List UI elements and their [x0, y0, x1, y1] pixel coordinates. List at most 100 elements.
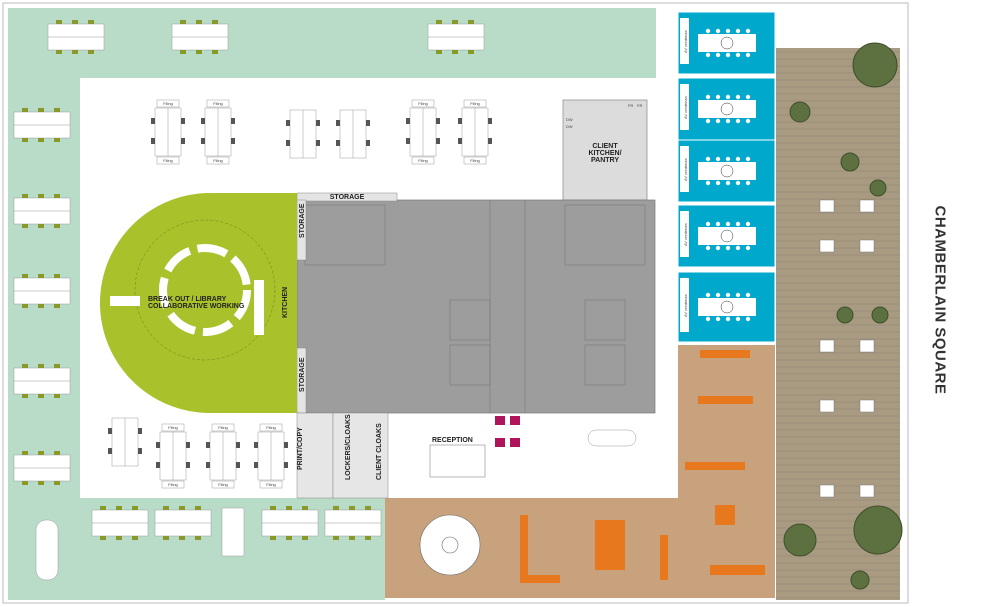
- terrace-chair: [859, 484, 875, 498]
- spiral-staircase-core: [441, 536, 459, 554]
- dishwasher-label: DW: [566, 117, 573, 122]
- trees: [783, 42, 903, 590]
- chair: [180, 20, 186, 24]
- chair: [468, 20, 474, 24]
- orange-sofa: [595, 520, 625, 570]
- chair: [436, 118, 440, 124]
- chair: [231, 118, 235, 124]
- chair: [22, 274, 28, 278]
- orange-sofa: [698, 396, 753, 404]
- filing-label: Filing: [266, 425, 276, 430]
- chair: [336, 120, 340, 126]
- chair: [705, 28, 711, 34]
- chair: [38, 274, 44, 278]
- meeting-table: [698, 162, 756, 180]
- chair: [365, 506, 371, 510]
- terrace-chair: [819, 199, 835, 213]
- chair: [452, 20, 458, 24]
- chair: [195, 506, 201, 510]
- terrace-chair: [859, 399, 875, 413]
- lockers-room: [332, 412, 389, 499]
- orange-sofa: [520, 515, 528, 575]
- filing-cabinet: [463, 156, 487, 165]
- orange-sofa: [685, 462, 745, 470]
- chair: [735, 28, 741, 34]
- chair: [231, 138, 235, 144]
- chair: [715, 245, 721, 251]
- chair: [151, 138, 155, 144]
- chair: [156, 442, 160, 448]
- tree: [852, 42, 898, 88]
- filing-cabinet: [211, 423, 235, 432]
- chair: [22, 304, 28, 308]
- chair: [38, 194, 44, 198]
- deck-planks: [776, 51, 900, 599]
- chair: [725, 221, 731, 227]
- chair: [715, 118, 721, 124]
- terrace-chair: [859, 239, 875, 253]
- chair: [179, 536, 185, 540]
- chair: [735, 94, 741, 100]
- chair: [22, 481, 28, 485]
- chair: [349, 506, 355, 510]
- breakout-ring: [134, 219, 276, 361]
- filing-cabinet: [156, 156, 180, 165]
- storage-label: STORAGE: [330, 194, 365, 201]
- chair: [745, 94, 751, 100]
- chair: [725, 118, 731, 124]
- fridge-label: FR: [637, 103, 642, 108]
- chair: [302, 536, 308, 540]
- chair: [181, 118, 185, 124]
- fridge-label: FR: [628, 103, 633, 108]
- chair: [316, 120, 320, 126]
- chair: [186, 462, 190, 468]
- chair: [56, 20, 62, 24]
- chair: [38, 364, 44, 368]
- chair: [745, 52, 751, 58]
- chair: [715, 221, 721, 227]
- chair: [54, 481, 60, 485]
- meeting-table: [698, 298, 756, 316]
- chair: [54, 304, 60, 308]
- chair: [286, 536, 292, 540]
- chair: [212, 50, 218, 54]
- av-credenza-label: AV credenza: [683, 294, 688, 317]
- tree: [871, 306, 889, 324]
- chair: [705, 316, 711, 322]
- building-core: [296, 199, 656, 414]
- chair: [22, 394, 28, 398]
- tree: [869, 179, 887, 197]
- filing-label: Filing: [470, 101, 480, 106]
- breakout-table: [254, 280, 264, 335]
- filing-cabinet: [211, 480, 235, 489]
- chair: [100, 536, 106, 540]
- chair: [705, 156, 711, 162]
- filing-cabinet: [206, 99, 230, 108]
- chair: [22, 224, 28, 228]
- chair: [735, 180, 741, 186]
- filing-cabinet: [259, 423, 283, 432]
- av-credenza-label: AV credenza: [683, 158, 688, 181]
- chair: [745, 245, 751, 251]
- chair: [436, 20, 442, 24]
- kitchen-label: KITCHEN: [282, 287, 289, 318]
- filing-cabinet: [156, 99, 180, 108]
- chair: [56, 50, 62, 54]
- terrace-chair: [859, 339, 875, 353]
- chair: [745, 28, 751, 34]
- tree: [836, 306, 854, 324]
- chair: [745, 180, 751, 186]
- filing-label: Filing: [163, 158, 173, 163]
- meeting-table: [698, 100, 756, 118]
- desk-clusters: FilingFilingFilingFilingFilingFilingFili…: [13, 20, 637, 581]
- chair: [488, 138, 492, 144]
- chair: [163, 506, 169, 510]
- storage-label: STORAGE: [299, 203, 306, 238]
- chair: [254, 462, 258, 468]
- chair: [22, 108, 28, 112]
- chair: [38, 224, 44, 228]
- chair: [116, 506, 122, 510]
- orange-sofa: [520, 575, 560, 583]
- chair: [195, 536, 201, 540]
- chair: [163, 536, 169, 540]
